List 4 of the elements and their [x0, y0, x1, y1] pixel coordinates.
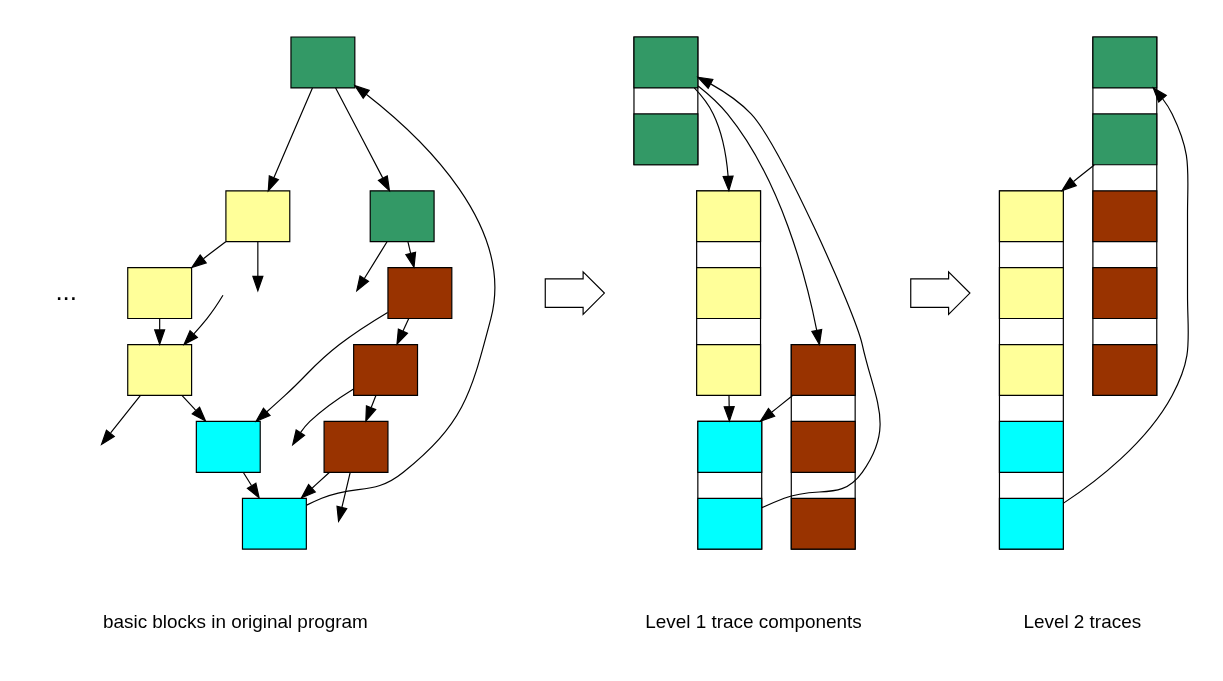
label: basic blocks in original program: [102, 610, 368, 632]
label: Level 1 trace components: [645, 610, 862, 632]
label: Level 2 traces: [1023, 610, 1142, 632]
label: ...: [55, 275, 78, 306]
